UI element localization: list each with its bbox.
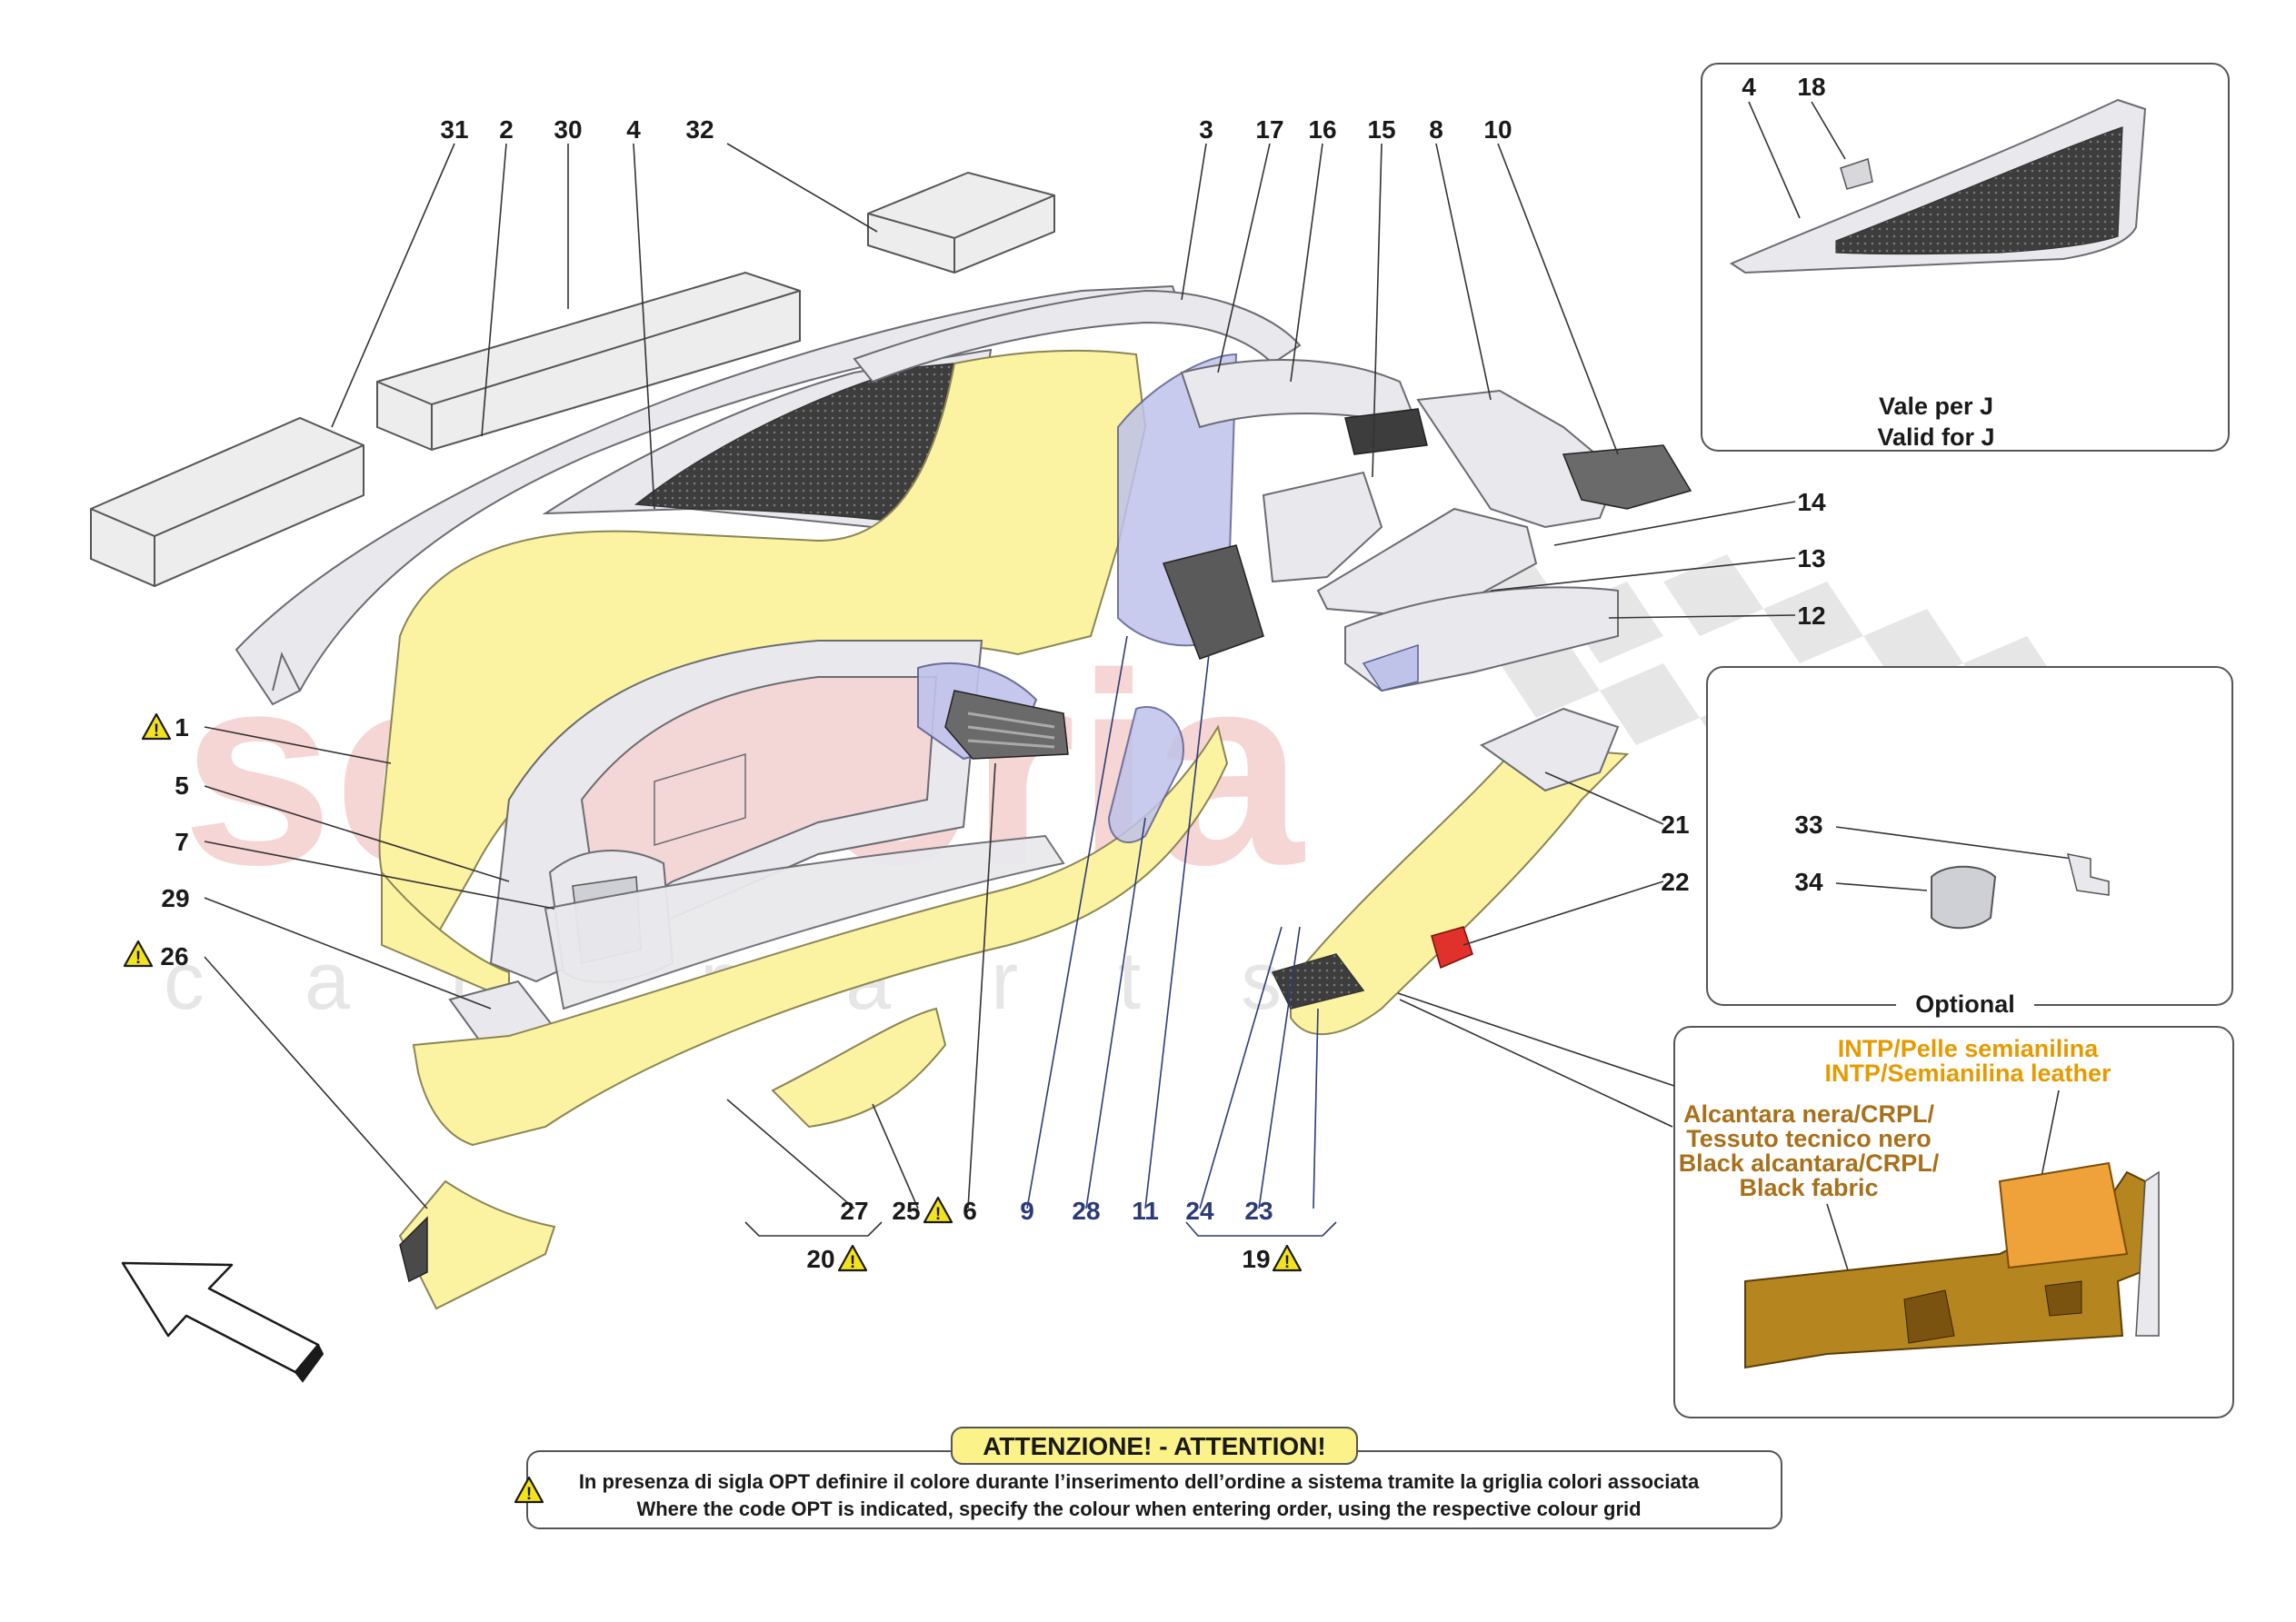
warning-triangle-icon	[837, 1244, 868, 1274]
packing-box-31	[90, 416, 364, 588]
callout-11: 11	[1132, 1197, 1159, 1225]
inset-j-callout-4: 4	[1742, 73, 1756, 101]
warning-triangle-icon	[1272, 1244, 1303, 1274]
colour-orange-line-2: INTP/Semianilina leather	[1824, 1060, 2111, 1087]
callout-22: 22	[1661, 868, 1689, 896]
packing-box-32	[867, 171, 1055, 274]
callout-21: 21	[1661, 811, 1689, 839]
inset-optional: 33 34 Optional	[1706, 666, 2233, 1018]
instrument-hood-16	[1180, 359, 1428, 455]
callout-13: 13	[1797, 544, 1825, 572]
callout-2: 2	[499, 115, 514, 144]
inset-j-label-en: Valid for J	[1877, 423, 1994, 451]
callout-32: 32	[685, 115, 714, 144]
callout-23: 23	[1244, 1197, 1273, 1225]
top-cover-3	[853, 289, 1302, 383]
callout-20: 20	[806, 1245, 834, 1273]
colour-brown-line-4: Black fabric	[1739, 1174, 1878, 1201]
callout-28: 28	[1072, 1197, 1100, 1225]
center-air-vent-6	[917, 662, 1069, 761]
blower-unit-11	[1162, 544, 1264, 660]
callout-4: 4	[626, 115, 641, 144]
inset-j-callout-18: 18	[1797, 73, 1825, 101]
inset-optional-label: Optional	[1915, 990, 2015, 1018]
callout-1: 1	[175, 713, 189, 741]
callout-14: 14	[1797, 488, 1826, 516]
inset-trim-colours: INTP/Pelle semianilina INTP/Semianilina …	[1397, 992, 2234, 1418]
callout-16: 16	[1308, 115, 1336, 144]
callout-17: 17	[1255, 115, 1283, 144]
column-shroud-12	[1344, 586, 1619, 692]
center-console-19	[1271, 707, 1630, 1036]
callout-10: 10	[1483, 115, 1512, 144]
warning-triangle-icon	[141, 712, 172, 742]
callout-27: 27	[840, 1197, 868, 1225]
callout-26: 26	[160, 942, 188, 970]
callout-29: 29	[161, 884, 189, 912]
callout-3: 3	[1199, 115, 1213, 144]
callout-numbers: 31 2 30 4 32 3 17 16 15 8 10 14 13 12 21…	[123, 115, 1826, 1274]
colour-brown-line-2: Tessuto tecnico nero	[1686, 1125, 1932, 1152]
packing-box-30	[376, 271, 801, 452]
lower-dash-trim-20	[412, 724, 1229, 1147]
callout-31: 31	[440, 115, 468, 144]
column-shroud-14	[1316, 507, 1538, 620]
callout-25: 25	[892, 1197, 920, 1225]
colour-brown-line-3: Black alcantara/CRPL/	[1679, 1149, 1940, 1177]
callout-6: 6	[963, 1197, 977, 1225]
right-air-vent-10	[1562, 444, 1692, 510]
callout-5: 5	[175, 771, 189, 800]
attention-line-en: Where the code OPT is indicated, specify…	[636, 1498, 1641, 1520]
inset-optional-callout-34: 34	[1794, 868, 1823, 896]
inset-optional-callout-33: 33	[1794, 811, 1822, 839]
attention-title: ATTENZIONE! - ATTENTION!	[983, 1432, 1325, 1460]
inset-valid-for-j: 4 18 Valid for J Vale per J	[1701, 63, 2230, 452]
callout-9: 9	[1020, 1197, 1034, 1225]
callout-19: 19	[1242, 1245, 1270, 1273]
callout-12: 12	[1797, 602, 1825, 630]
side-trim-26	[398, 1179, 556, 1310]
knee-trim-25	[771, 1007, 947, 1129]
dashboard-speaker-panel-4	[542, 348, 993, 538]
cluster-housing-15	[1262, 471, 1383, 583]
colour-brown-line-1: Alcantara nera/CRPL/	[1683, 1100, 1935, 1128]
callout-7: 7	[175, 828, 189, 856]
callout-30: 30	[554, 115, 582, 144]
console-switch-22	[1431, 926, 1473, 970]
callout-15: 15	[1367, 115, 1395, 144]
air-duct-28	[1107, 706, 1184, 844]
warning-triangle-icon	[923, 1196, 953, 1226]
colour-orange-line-1: INTP/Pelle semianilina	[1838, 1035, 2100, 1062]
attention-line-it: In presenza di sigla OPT definire il col…	[579, 1470, 1700, 1493]
callout-8: 8	[1429, 115, 1443, 144]
direction-arrow-icon	[121, 1261, 324, 1383]
warning-triangle-icon	[123, 940, 154, 970]
callout-24: 24	[1185, 1197, 1214, 1225]
attention-notice: ATTENZIONE! - ATTENTION! In presenza di …	[514, 1427, 1782, 1529]
inset-j-label-it: Vale per J	[1879, 393, 1993, 420]
leader-lines	[204, 143, 1796, 1237]
